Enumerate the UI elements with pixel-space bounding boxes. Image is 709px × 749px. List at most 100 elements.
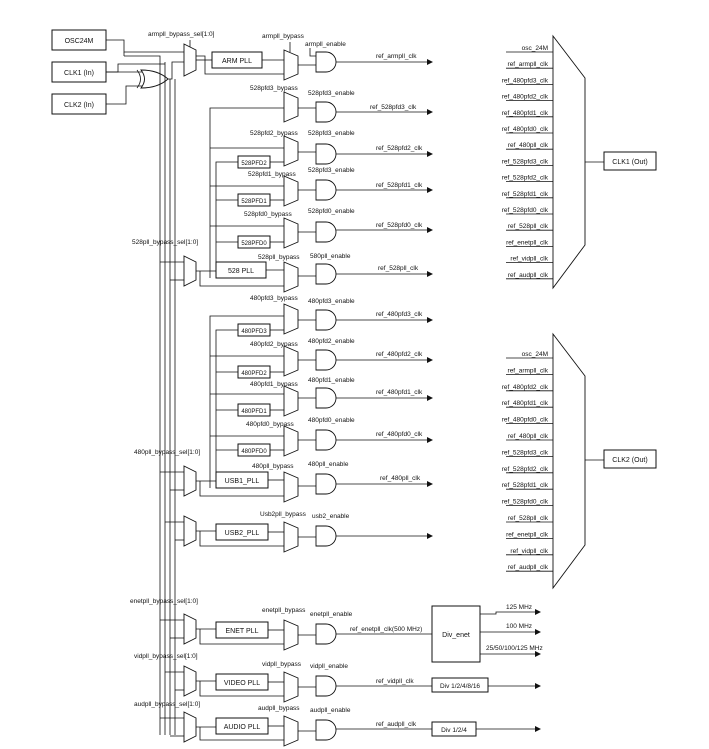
pfd2-480-out-label: ref_480pfd2_clk <box>376 351 423 358</box>
clk2-input-label: ref_enetpll_clk <box>506 531 549 538</box>
pfd0-480-label: 480PFD0 <box>241 449 267 455</box>
enet-and-gate <box>315 623 337 645</box>
clk1-input-label: ref_enetpll_clk <box>506 239 549 246</box>
arm-out-label: ref_armpll_clk <box>376 53 417 60</box>
pfd1-480-bypass-label: 480pfd1_bypass <box>250 381 298 388</box>
clk1-input-label: ref_480pfd1_clk <box>502 110 549 117</box>
enet-bypass-label: enetpll_bypass <box>262 607 306 614</box>
pfd1-480-label: 480PFD1 <box>241 409 267 415</box>
pfd3-528-enable-label: 528pfd3_enable <box>308 90 355 97</box>
pfd3-528-out-label: ref_528pfd3_clk <box>370 104 417 111</box>
clk2-out-block <box>603 449 657 469</box>
clk2-input-label: ref_audpll_clk <box>508 564 549 571</box>
usb2-bypass-mux <box>283 521 299 553</box>
usb2-pll-label: USB2_PLL <box>225 530 260 537</box>
usb2-sel-mux <box>183 515 197 547</box>
pfd1-528-bypass-label: 528pfd1_bypass <box>248 171 296 178</box>
video-sel-label: vidpll_bypass_sel[1:0] <box>134 653 198 660</box>
clk1-input-label: ref_528pll_clk <box>508 223 549 230</box>
clk2-input-label: osc_24M <box>522 351 548 358</box>
clk1-input-label: ref_audpll_clk <box>508 272 549 279</box>
usb2-and-gate <box>315 525 337 547</box>
audio-div-label: Div 1/2/4 <box>441 727 467 734</box>
clk2-input-label: ref_528pfd0_clk <box>502 499 549 506</box>
clk2-input-label: ref_480pfd1_clk <box>502 400 549 407</box>
arm-bypass-label: armpll_bypass <box>262 33 305 40</box>
clk2-mux-inputs: osc_24M ref_armpll_clk ref_480pfd2_clk ref_… <box>502 351 553 572</box>
pll480-and-gate <box>315 473 337 495</box>
enet-out-label: ref_enetpll_clk(500 MHz) <box>350 626 422 633</box>
pfd3-528-mux <box>283 91 299 123</box>
video-div-label: Div 1/2/4/8/16 <box>440 683 480 690</box>
audio-and-gate <box>315 719 337 741</box>
pfd3-480-out-label: ref_480pfd3_clk <box>376 311 423 318</box>
audio-sel-label: audpll_bypass_sel[1:0] <box>134 701 200 708</box>
usb2-enable-label: usb2_enable <box>312 513 350 520</box>
arm-bypass-mux <box>283 49 299 81</box>
pfd1-480-and-gate <box>315 387 337 409</box>
clk2-out-label: CLK2 (Out) <box>612 457 647 464</box>
clk2-input-label: ref_528pll_clk <box>508 515 549 522</box>
arm-enable-label: armpll_enable <box>305 41 346 48</box>
pll528-and-gate <box>315 263 337 285</box>
clk2-input-label: ref_528pfd3_clk <box>502 449 549 456</box>
video-and-gate <box>315 675 337 697</box>
pfd1-528-enable-label: 528pfd3_enable <box>308 167 355 174</box>
pll480-out-label: ref_480pll_clk <box>380 475 421 482</box>
video-sel-mux <box>183 665 197 697</box>
pfd3-528-and-gate <box>315 101 337 123</box>
pll528-out-label: ref_528pll_clk <box>378 265 419 272</box>
clk1-input-label: ref_480pll_clk <box>508 142 549 149</box>
arm-sel-mux <box>183 43 197 77</box>
pfd2-528-mux <box>283 135 299 167</box>
pll480-sel-label: 480pll_bypass_sel[1:0] <box>134 449 200 456</box>
video-out-label: ref_vidpll_clk <box>376 678 414 685</box>
pfd2-480-and-gate <box>315 349 337 371</box>
bus-taps <box>160 261 184 737</box>
pfd0-480-and-gate <box>315 429 337 451</box>
xor-gate <box>140 69 169 89</box>
pll528-bypass-mux <box>283 261 299 293</box>
pfd2-528-out-label: ref_528pfd2_clk <box>376 145 423 152</box>
clk1-mux-inputs: osc_24Mref_armpll_clkref_480pfd3_clkref_… <box>502 45 553 280</box>
pfd2-480-enable-label: 480pfd2_enable <box>308 338 355 345</box>
video-div-block <box>431 677 489 693</box>
enet-out-125: 125 MHz <box>506 604 532 611</box>
pll480-bypass-label: 480pll_bypass <box>252 463 294 470</box>
clk2-out-mux <box>552 332 586 590</box>
pll528-sel-label: 528pll_bypass_sel[1:0] <box>132 239 198 246</box>
enet-sel-mux <box>183 613 197 645</box>
pfd0-480-out-label: ref_480pfd0_clk <box>376 431 423 438</box>
clk1-input-label: ref_480pfd2_clk <box>502 94 549 101</box>
pfd3-480-mux <box>283 303 299 335</box>
arm-and-gate <box>315 51 337 73</box>
pfd0-528-enable-label: 528pfd0_enable <box>308 208 355 215</box>
clk1-input-label: osc_24M <box>522 45 548 52</box>
clk1-in-label: CLK1 (In) <box>64 70 94 77</box>
pfd0-480-bypass-label: 480pfd0_bypass <box>246 421 294 428</box>
pll480-enable-label: 480pll_enable <box>308 461 349 468</box>
clk2-input-label: ref_480pfd2_clk <box>502 384 549 391</box>
video-pll-label: VIDEO PLL <box>224 680 260 687</box>
audio-sel-mux <box>183 711 197 743</box>
pfd0-528-and-gate <box>315 221 337 243</box>
pfd3-480-enable-label: 480pfd3_enable <box>308 298 355 305</box>
enet-out-100: 100 MHz <box>506 623 532 630</box>
audio-pll-label: AUDIO PLL <box>224 724 261 731</box>
enet-out-multi: 25/50/100/125 MHz <box>486 645 543 652</box>
pfd2-480-mux <box>283 345 299 377</box>
pfd1-480-enable-label: 480pfd1_enable <box>308 377 355 384</box>
pfd0-528-bypass-label: 528pfd0_bypass <box>244 211 292 218</box>
pfd2-528-label: 528PFD2 <box>241 161 267 167</box>
pll528-bypass-label: 528pll_bypass <box>258 254 300 261</box>
clk1-input-label: ref_528pfd0_clk <box>502 207 549 214</box>
clk1-out-mux <box>552 34 586 290</box>
enet-enable-label: enetpll_enable <box>310 611 353 618</box>
clk1-out-label: CLK1 (Out) <box>612 159 647 166</box>
pfd0-528-label: 528PFD0 <box>241 241 267 247</box>
clk2-input-label: ref_armpll_clk <box>508 367 549 374</box>
pfd3-480-label: 480PFD3 <box>241 329 267 335</box>
clk2-input-label: ref_528pfd2_clk <box>502 466 549 473</box>
video-bypass-label: vidpll_bypass <box>262 661 302 668</box>
